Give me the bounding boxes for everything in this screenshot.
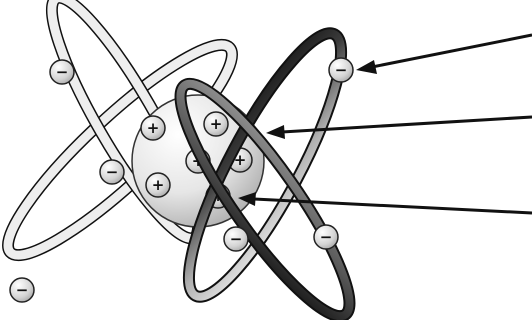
svg-text:−: − bbox=[106, 163, 119, 181]
svg-text:−: − bbox=[16, 281, 29, 299]
electron: − bbox=[10, 278, 34, 302]
pointer-arrows bbox=[238, 35, 532, 213]
proton: + bbox=[141, 116, 165, 140]
svg-text:+: + bbox=[152, 176, 165, 194]
arrow-to-electron bbox=[356, 35, 532, 74]
svg-text:−: − bbox=[56, 63, 69, 81]
svg-text:−: − bbox=[320, 228, 333, 246]
electron: − bbox=[100, 160, 124, 184]
arrow-to-nucleus bbox=[266, 117, 532, 139]
svg-text:+: + bbox=[147, 119, 160, 137]
electron: − bbox=[329, 58, 353, 82]
electron: − bbox=[314, 225, 338, 249]
svg-text:−: − bbox=[230, 230, 243, 248]
electron: − bbox=[50, 60, 74, 84]
electron: − bbox=[224, 227, 248, 251]
svg-text:+: + bbox=[210, 115, 223, 133]
proton: + bbox=[146, 173, 170, 197]
svg-text:−: − bbox=[335, 61, 348, 79]
proton: + bbox=[204, 112, 228, 136]
